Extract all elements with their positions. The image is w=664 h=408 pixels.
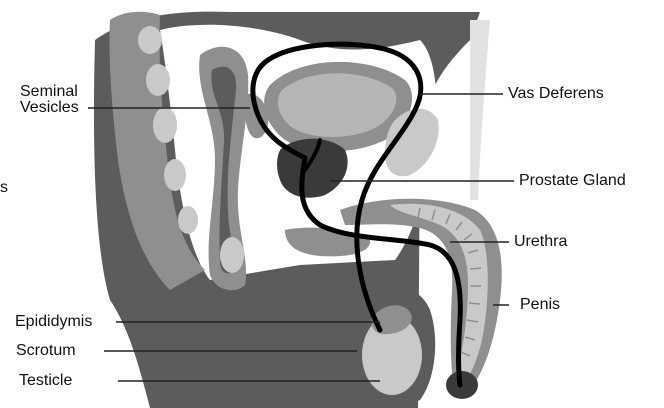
vertebra-4 bbox=[164, 159, 186, 191]
label-prostate-gland: Prostate Gland bbox=[519, 173, 626, 189]
label-seminal-line2: Vesicles bbox=[20, 100, 79, 116]
vertebra-1 bbox=[138, 26, 162, 54]
vertebra-5 bbox=[178, 206, 198, 234]
label-scrotum: Scrotum bbox=[16, 343, 76, 359]
vertebra-3 bbox=[153, 107, 177, 143]
label-urethra: Urethra bbox=[514, 234, 567, 250]
label-testicle: Testicle bbox=[19, 373, 72, 389]
label-seminal-line1: Seminal bbox=[20, 84, 78, 100]
rectum-tip bbox=[220, 237, 244, 273]
label-penis: Penis bbox=[520, 297, 560, 313]
label-left-fragment: s bbox=[0, 180, 8, 196]
thigh bbox=[470, 20, 490, 200]
label-vas-deferens: Vas Deferens bbox=[508, 86, 604, 102]
vertebra-2 bbox=[146, 64, 170, 96]
label-epididymis: Epididymis bbox=[15, 314, 92, 330]
